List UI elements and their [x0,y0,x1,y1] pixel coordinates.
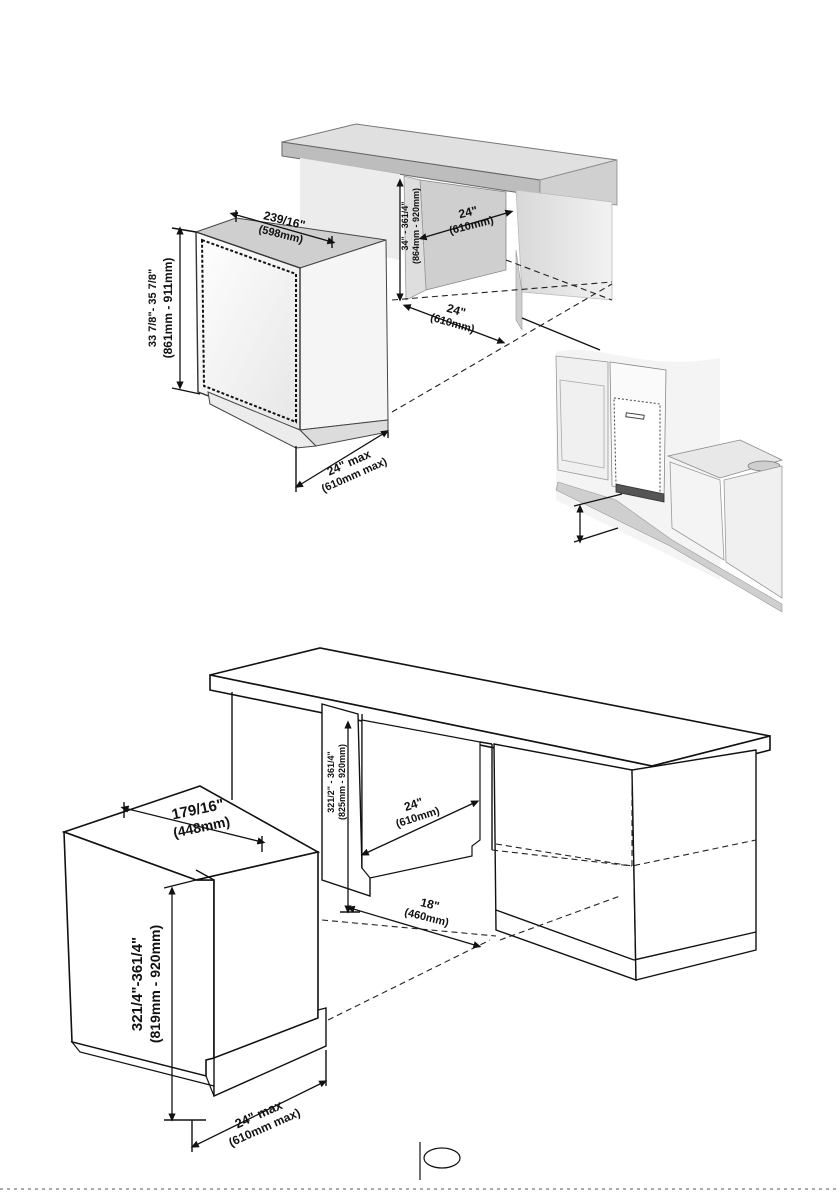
bottom-floor-line-1 [322,920,496,936]
top-height-label: 33 7/8"- 35 7/8" (861mm - 911mm) [147,258,175,359]
bottom-niche-depth-label: 18" (460mm) [403,892,454,929]
bottom-depth-label: 24" max (610mm max) [220,1092,302,1150]
bottom-niche-height-main: 321/2" - 361/4" [326,751,336,813]
bottom-niche [362,720,492,878]
top-diagram: 239/16" (598mm) 33 7/8"- 35 7/8" (861mm … [147,124,782,612]
bottom-right-cabinet [492,744,756,980]
page-number-badge [424,1148,460,1168]
top-dishwasher [196,218,388,448]
bottom-countertop [210,648,770,780]
top-niche-height-label: 34" - 361/4" (864mm - 920mm) [400,188,421,264]
top-niche-depth-label: 24" (610mm) [429,297,480,336]
page-footer [0,1142,840,1189]
bottom-diagram: 179/16" (448mm) 321/4"-361/4" (819mm - 9… [64,648,770,1152]
top-height-metric: (861mm - 911mm) [161,258,175,359]
top-niche-height-main: 34" - 361/4" [400,201,410,250]
bottom-floor-line-2 [328,940,490,1020]
top-height-main: 33 7/8"- 35 7/8" [147,269,159,347]
top-inset-kitchen [556,350,782,612]
bottom-height-main: 321/4"-361/4" [129,937,146,1031]
top-niche-height-metric: (864mm - 920mm) [411,188,421,264]
top-depth-label: 24" max (610mm max) [314,442,390,495]
bottom-niche-height-metric: (825mm - 920mm) [337,744,347,820]
bottom-height-metric: (819mm - 920mm) [147,925,163,1043]
bottom-niche-height-label: 321/2" - 361/4" (825mm - 920mm) [326,744,347,820]
